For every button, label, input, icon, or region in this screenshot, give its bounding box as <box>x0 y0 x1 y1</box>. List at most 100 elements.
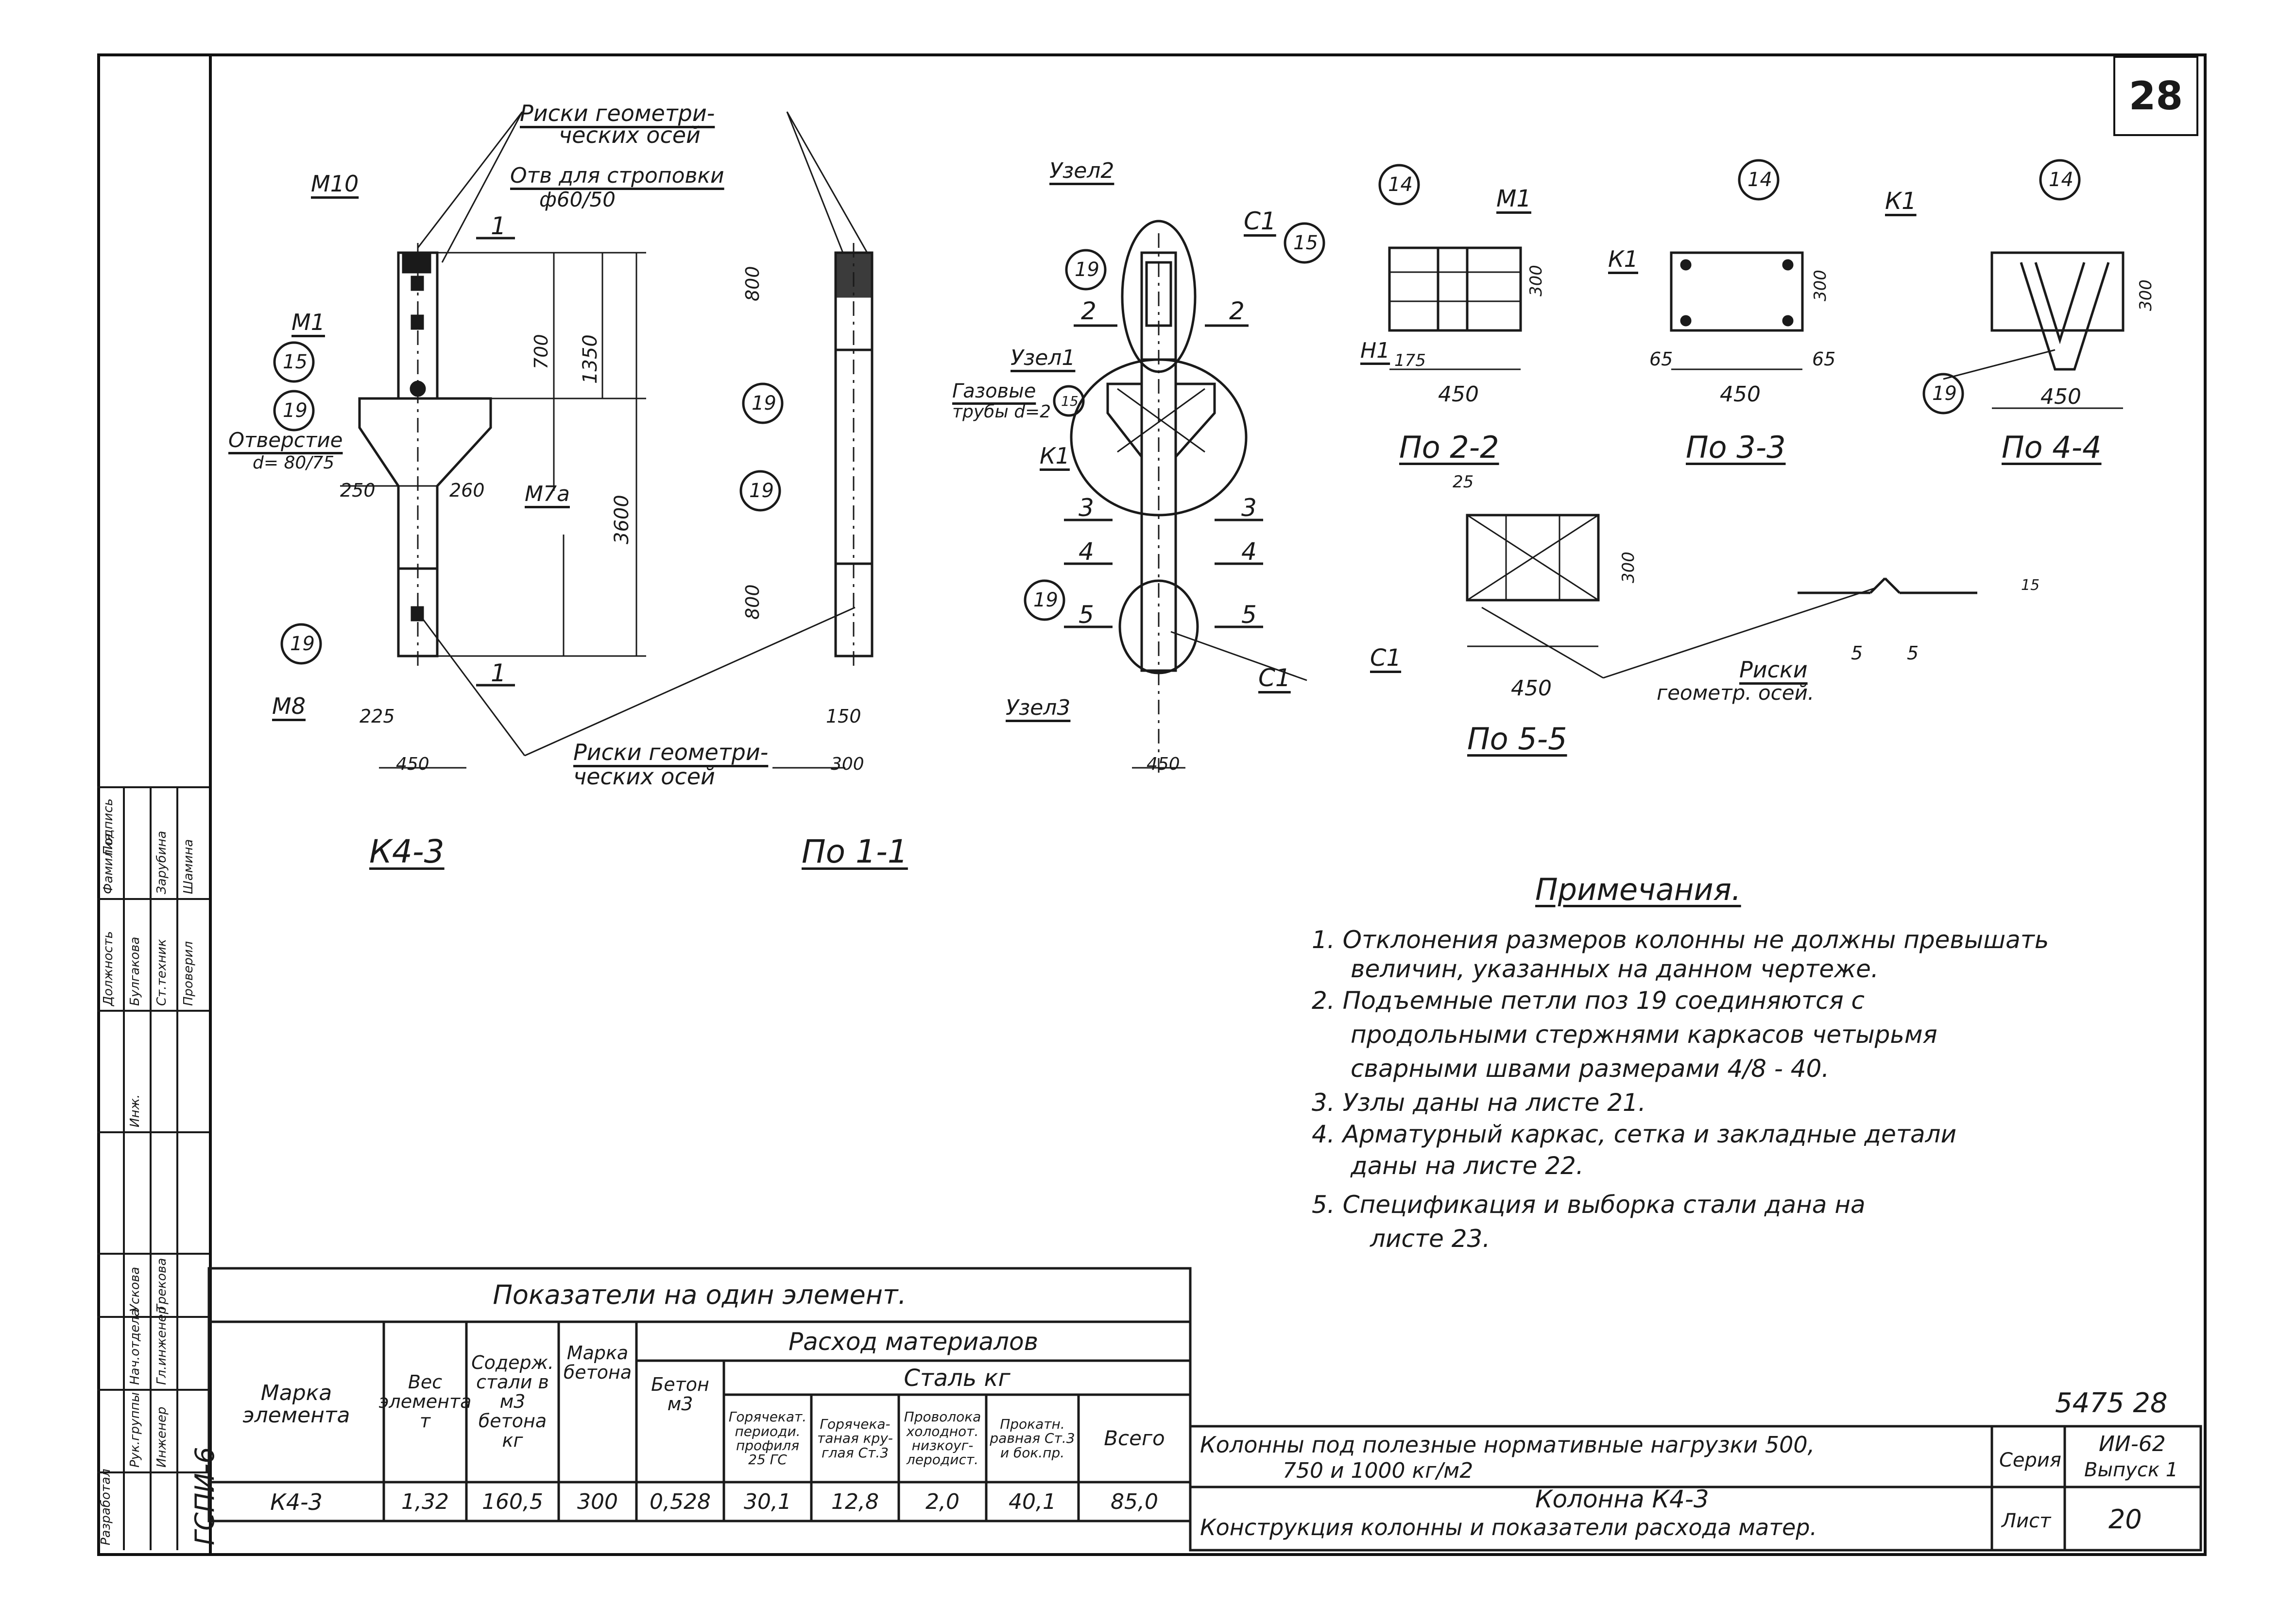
rizki-top-line1: Риски геометри- <box>520 100 715 126</box>
dim-260: 260 <box>449 480 485 501</box>
stamp-name: Шамина <box>181 839 196 894</box>
note-line: листе 23. <box>1370 1225 1491 1253</box>
rizki-55-line2: геометр. осей. <box>1657 681 1815 705</box>
uzel2-label: Узел2 <box>1049 158 1114 183</box>
callout-circle <box>1024 579 1065 621</box>
indicators-table-grid <box>207 1267 1192 1522</box>
m1-right-label: М1 <box>1496 185 1531 212</box>
dim-450: 450 <box>396 754 429 774</box>
note-line: продольными стержнями каркасов четырьмя <box>1351 1020 1937 1049</box>
section-mark-5-right: 5 <box>1241 601 1257 629</box>
column-section-with-nodes <box>1064 220 1263 778</box>
stamp-name: Ускова <box>128 1266 142 1312</box>
callout-circle <box>742 382 784 424</box>
dim-65: 65 <box>1649 348 1673 370</box>
th-soderzh: Содерж. стали в м3 бетона кг <box>471 1352 554 1451</box>
callout-19: 19 <box>752 392 776 415</box>
dim-5: 5 <box>1851 642 1863 664</box>
td-marka-betona: 300 <box>577 1489 618 1514</box>
view-title-po11: По 1-1 <box>802 833 908 870</box>
dim-300: 300 <box>1811 270 1830 301</box>
td-col3: 2,0 <box>925 1489 960 1514</box>
th-col3: Проволока холоднот. низкоуг- леродист. <box>904 1409 981 1468</box>
callout-circle <box>1922 373 1964 415</box>
stamp-col-head: Проверил <box>181 941 196 1006</box>
otv-label-line1: Отв для строповки <box>510 163 724 188</box>
dim-450: 450 <box>1147 754 1180 774</box>
title-line2: 750 и 1000 кг/м2 <box>1283 1458 1474 1483</box>
k1-33-label: К1 <box>1608 246 1638 272</box>
callout-circle <box>1378 164 1420 206</box>
td-soderzh: 160,5 <box>482 1489 543 1514</box>
callout-circle <box>739 470 781 512</box>
callout-19: 19 <box>1932 382 1957 405</box>
callout-14: 14 <box>1748 169 1772 191</box>
indicators-title: Показатели на один элемент. <box>493 1279 907 1310</box>
dim-150: 150 <box>826 706 861 727</box>
callout-circle <box>273 390 315 432</box>
th-col2: Горячека- таная кру- глая Ст.3 <box>817 1416 893 1461</box>
callout-circle <box>1053 385 1085 417</box>
drawing-code: 5475 28 <box>2055 1387 2168 1419</box>
stamp-name: Трекова <box>154 1258 169 1312</box>
list-label: Лист <box>2002 1510 2051 1532</box>
dim-800: 800 <box>742 266 763 301</box>
section-22-view <box>1388 246 1522 370</box>
dim-700: 700 <box>531 334 552 369</box>
dim-25: 25 <box>1453 472 1474 492</box>
c1-s55-label: С1 <box>1370 644 1402 672</box>
gazovye-line2: трубы d=2 <box>952 402 1051 422</box>
title-line3: Конструкция колонны и показатели расхода… <box>1200 1514 1817 1540</box>
dim-300: 300 <box>1526 265 1546 296</box>
th-beton: Бетон м3 <box>651 1374 709 1415</box>
rizki-top-line2: ческих осей <box>559 122 701 148</box>
uzel3-label: Узел3 <box>1006 695 1071 720</box>
th-marka-betona: Марка бетона <box>563 1342 632 1383</box>
td-vsego: 85,0 <box>1111 1489 1158 1514</box>
seria-value: ИИ-62 <box>2099 1432 2166 1456</box>
rizki-bottom-line1: Риски геометри- <box>573 739 769 765</box>
section-mark-4-right: 4 <box>1241 537 1257 566</box>
title-column: Колонна К4-3 <box>1535 1485 1709 1513</box>
note-line: величин, указанных на данном чертеже. <box>1351 955 1879 983</box>
callout-circle <box>273 341 315 383</box>
dim-225: 225 <box>360 706 395 727</box>
stamp-name: Инженер <box>154 1406 169 1468</box>
stamp-header: Подпись <box>101 798 116 855</box>
uzel1-label: Узел1 <box>1011 346 1076 370</box>
td-col4: 40,1 <box>1009 1489 1056 1514</box>
section-mark-5-left: 5 <box>1079 601 1094 629</box>
otverstie-line2: d= 80/75 <box>253 453 335 473</box>
view-title-po22: По 2-2 <box>1399 430 1499 465</box>
k1-44-label: К1 <box>1885 188 1917 215</box>
td-marka: К4-3 <box>270 1488 323 1515</box>
view-title-po55: По 5-5 <box>1467 721 1567 757</box>
callout-circle <box>1738 159 1780 201</box>
rizki-bottom-line2: ческих осей <box>573 763 715 790</box>
dim-450: 450 <box>2040 384 2081 409</box>
stamp-col-head: Инж. <box>128 1094 142 1127</box>
section-mark-4-left: 4 <box>1079 537 1094 566</box>
inner-frame <box>209 53 2207 1556</box>
dim-3600: 3600 <box>611 495 633 544</box>
section-mark-1-top: 1 <box>491 212 506 240</box>
callout-19: 19 <box>290 633 315 655</box>
section-55-view <box>1466 514 1977 647</box>
side-stamp-grid <box>97 786 209 1550</box>
section-mark-3-right: 3 <box>1241 494 1257 522</box>
note-line: 2. Подъемные петли поз 19 соединяются с <box>1312 986 1865 1015</box>
m1-label: М1 <box>291 309 325 335</box>
otverstie-line1: Отверстие <box>228 428 343 452</box>
callout-19: 19 <box>283 399 308 422</box>
notes-title: Примечания. <box>1535 872 1741 907</box>
vypusk-value: Выпуск 1 <box>2084 1459 2178 1481</box>
stamp-name: Булгакова <box>128 936 142 1006</box>
callout-15: 15 <box>1293 232 1318 254</box>
callout-14: 14 <box>2049 169 2073 191</box>
title-block-grid <box>1189 1425 2202 1552</box>
callout-15: 15 <box>1061 393 1079 409</box>
note-line: 1. Отклонения размеров колонны не должны… <box>1312 926 2049 954</box>
stamp-col-head: Ст.техник <box>154 939 169 1006</box>
dim-300: 300 <box>1619 552 1638 583</box>
th-col1: Горячекат. периоди. профиля 25 ГС <box>728 1409 807 1468</box>
